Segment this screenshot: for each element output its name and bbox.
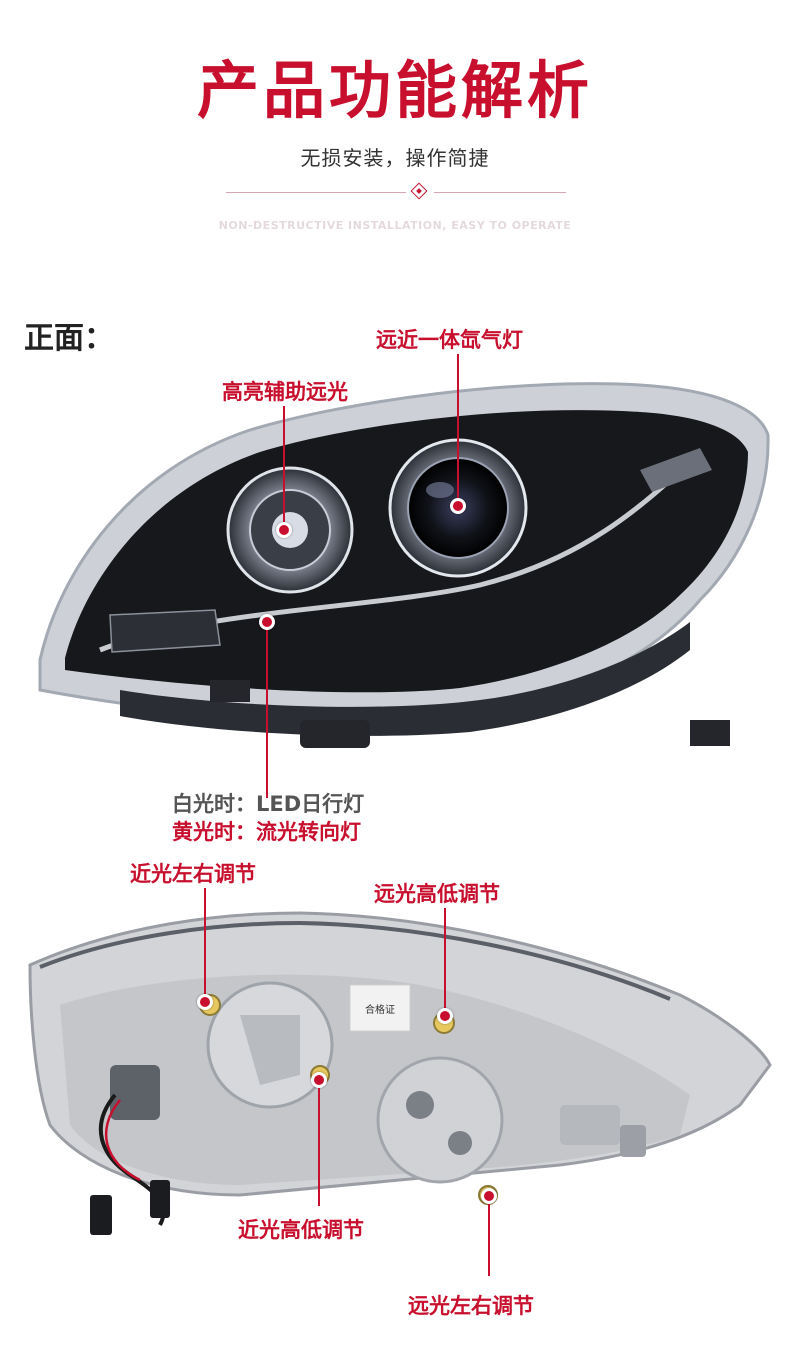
marker-bi-xenon-icon [450,498,466,514]
callout-yellow-light: 黄光时：流光转向灯 [172,816,361,846]
headlight-front-image [38,382,770,748]
callout-bi-xenon: 远近一体氙气灯 [376,328,523,352]
marker-drl-icon [259,614,275,630]
callout-high-beam-lr: 远光左右调节 [408,1294,534,1318]
marker-high-beam-hl-icon [437,1008,453,1024]
leader-aux-high-beam [283,406,285,526]
marker-high-beam-lr-icon [481,1188,497,1204]
leader-low-beam-hl [318,1088,320,1206]
headlight-rear-image: 合格证 [28,911,772,1235]
callout-white-light: 白光时：LED日行灯 [172,788,364,818]
page-subtitle-english: NON-DESTRUCTIVE INSTALLATION, EASY TO OP… [218,219,572,232]
sticker-label: 合格证 [365,1003,395,1016]
leader-bi-xenon [457,354,459,500]
callout-aux-high-beam: 高亮辅助远光 [222,380,348,404]
divider-left [226,192,406,193]
leader-low-beam-lr [204,888,206,998]
marker-low-beam-hl-icon [311,1072,327,1088]
white-light-prefix: 白光时： [172,792,256,816]
callout-low-beam-lr: 近光左右调节 [130,862,256,886]
divider-right [434,192,566,193]
yellow-light-prefix: 黄光时： [172,820,256,844]
leader-drl [266,630,268,798]
leader-high-beam-hl [444,908,446,1010]
page-subtitle: 无损安装，操作简捷 [300,146,490,170]
marker-aux-high-beam-icon [276,522,292,538]
marker-low-beam-lr-icon [197,994,213,1010]
callout-low-beam-hl: 近光高低调节 [238,1218,364,1242]
white-light-value: LED日行灯 [256,792,365,816]
page-title: 产品功能解析 [196,54,593,127]
callout-high-beam-hl: 远光高低调节 [374,882,500,906]
leader-high-beam-lr [488,1204,490,1276]
front-view-label: 正面： [24,321,114,356]
diamond-ornament-icon [410,182,428,200]
yellow-light-value: 流光转向灯 [256,820,361,844]
